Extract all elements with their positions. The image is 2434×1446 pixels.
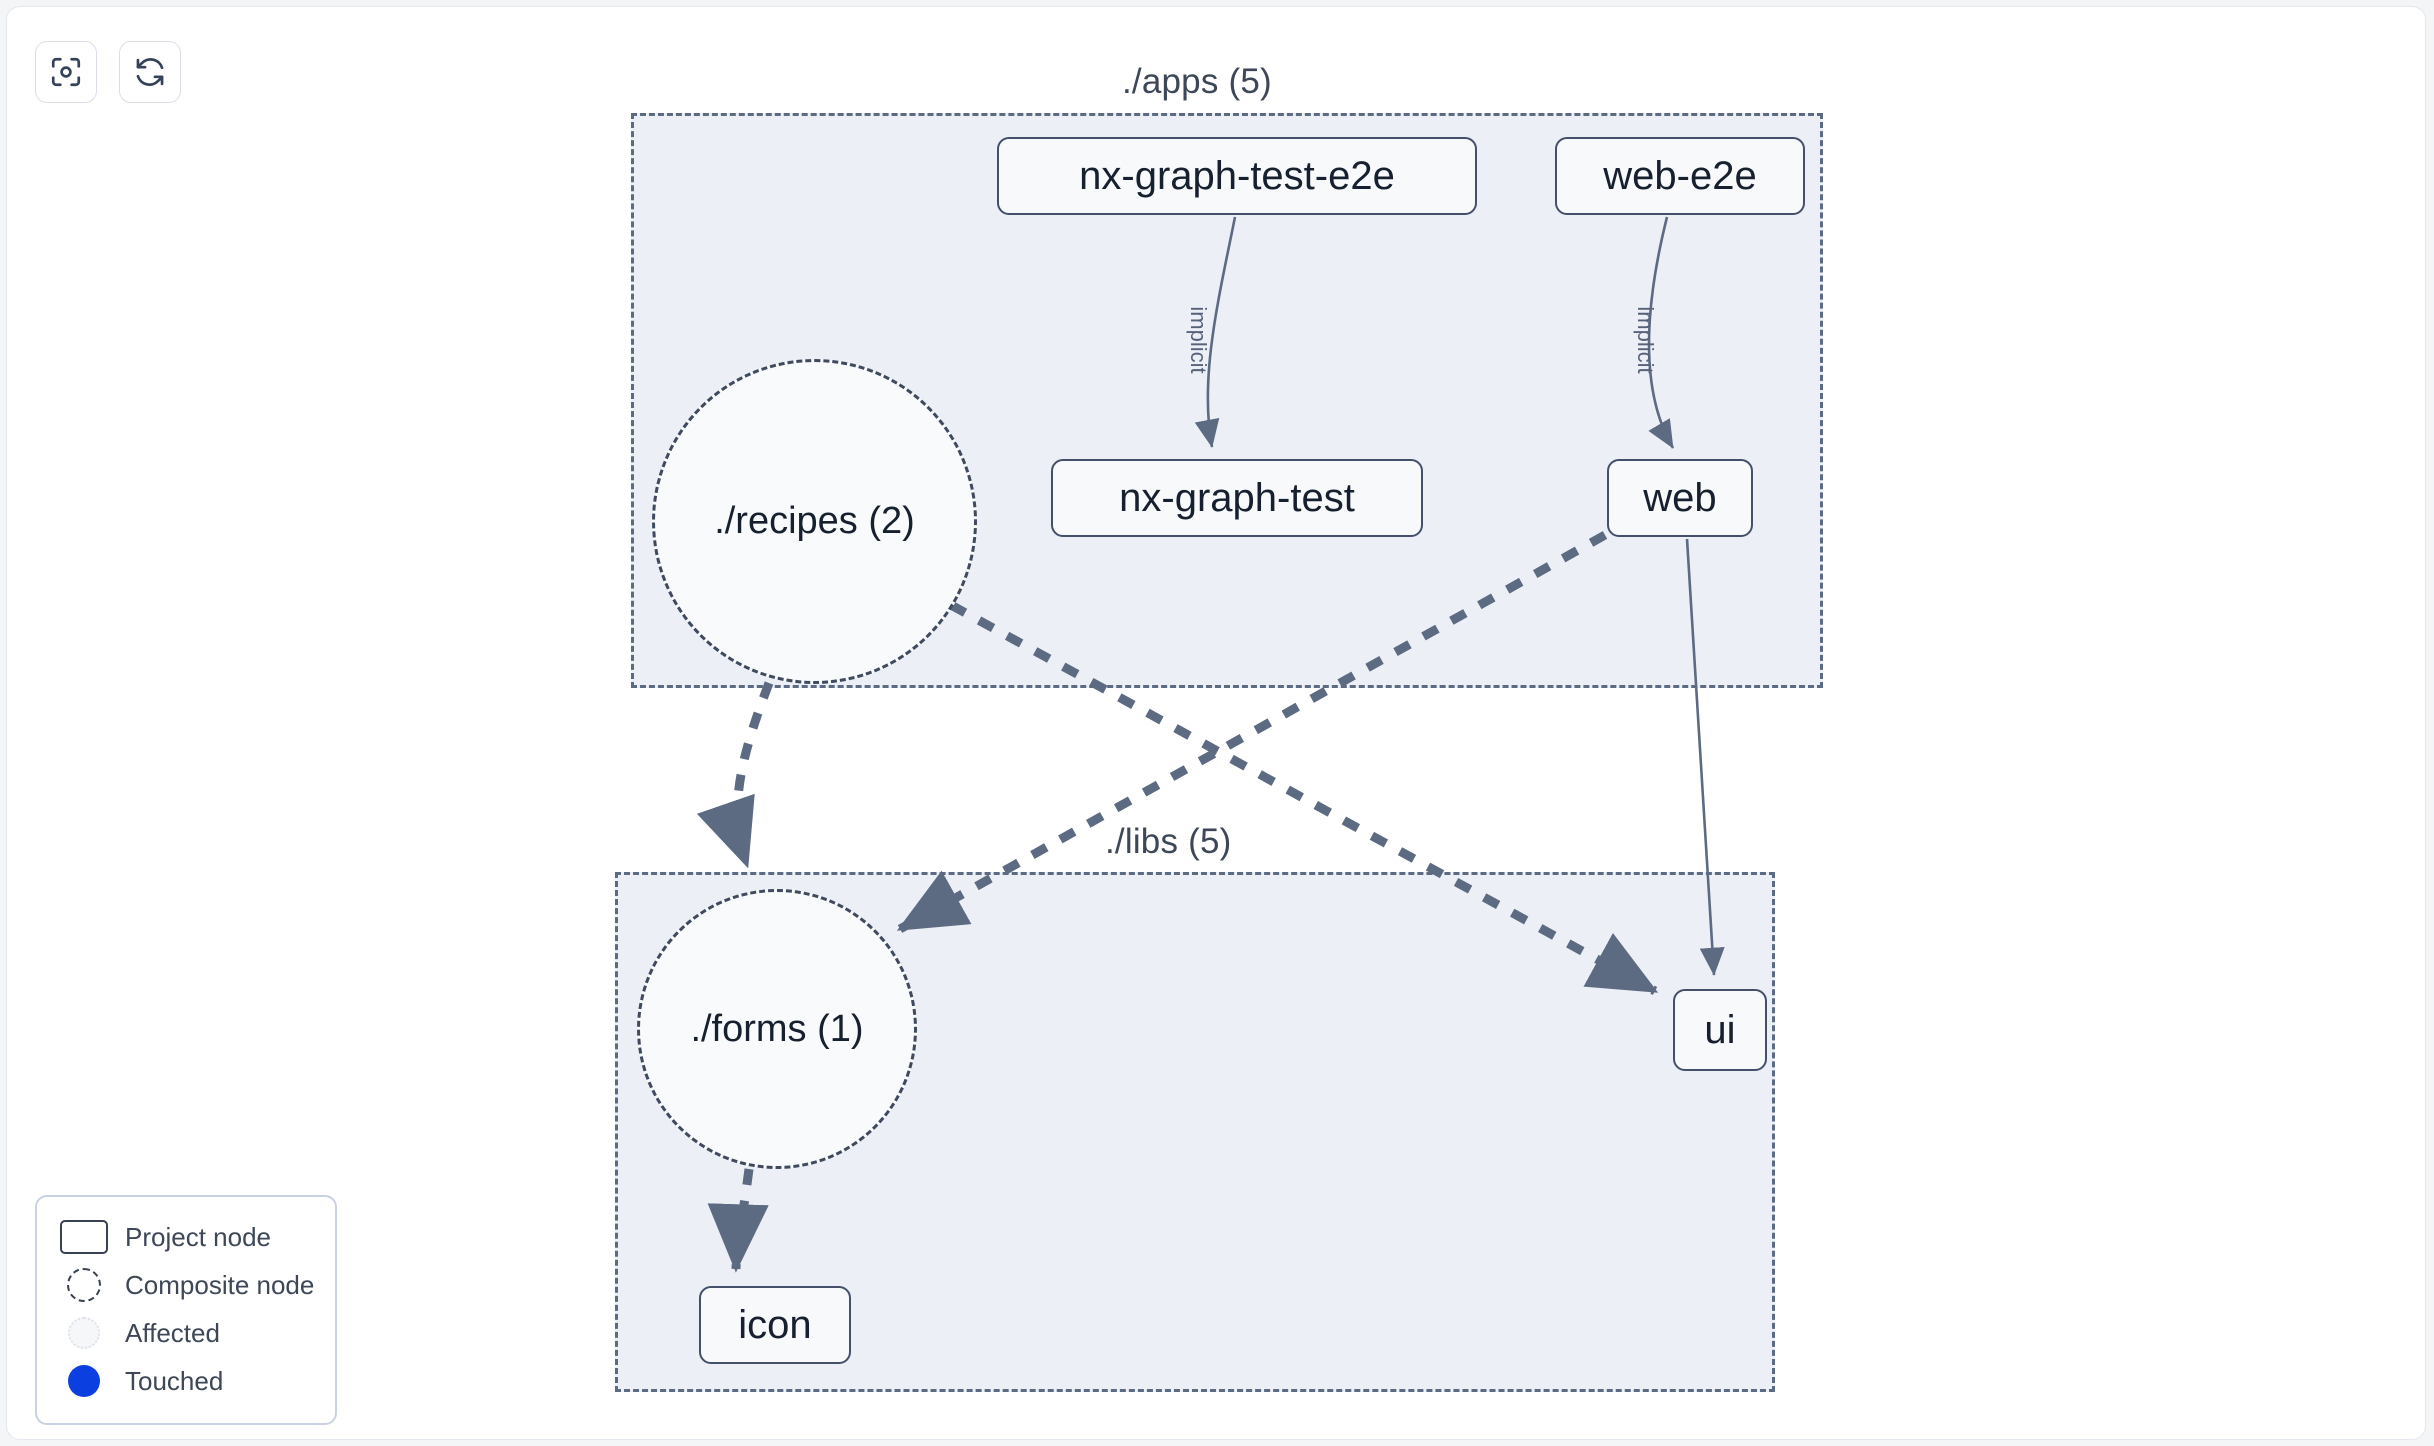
node-nx-graph-test-e2e[interactable]: nx-graph-test-e2e: [997, 137, 1477, 215]
legend-label: Composite node: [125, 1269, 315, 1300]
touched-swatch: [57, 1365, 111, 1397]
group-label-apps: ./apps (5): [1122, 62, 1272, 101]
legend-item-project-node: Project node: [57, 1213, 315, 1261]
legend-item-composite-node: Composite node: [57, 1261, 315, 1309]
node-label: ./recipes (2): [714, 500, 915, 542]
node-nx-graph-test[interactable]: nx-graph-test: [1051, 459, 1423, 537]
legend-label: Touched: [125, 1365, 224, 1396]
group-label-libs: ./libs (5): [1105, 822, 1232, 861]
node-web-e2e[interactable]: web-e2e: [1555, 137, 1805, 215]
project-graph-canvas[interactable]: ./apps (5) ./libs (5) implicit implicit …: [7, 7, 2425, 1439]
node-label: nx-graph-test: [1119, 475, 1355, 520]
refresh-icon: [133, 55, 167, 89]
composite-node-swatch: [57, 1268, 111, 1302]
focus-target-icon: [49, 55, 83, 89]
legend-label: Project node: [125, 1221, 271, 1252]
node-label: icon: [738, 1302, 812, 1347]
node-recipes-composite[interactable]: ./recipes (2): [652, 359, 977, 684]
node-web[interactable]: web: [1607, 459, 1753, 537]
node-label: ui: [1704, 1007, 1736, 1052]
node-ui[interactable]: ui: [1673, 989, 1767, 1071]
edge-recipes-to-forms[interactable]: [696, 681, 774, 869]
legend-item-touched: Touched: [57, 1357, 315, 1405]
legend-item-affected: Affected: [57, 1309, 315, 1357]
node-label: nx-graph-test-e2e: [1079, 153, 1395, 198]
node-icon[interactable]: icon: [699, 1286, 851, 1364]
node-label: ./forms (1): [690, 1007, 864, 1050]
node-forms-composite[interactable]: ./forms (1): [637, 889, 917, 1169]
graph-app-shell: ./apps (5) ./libs (5) implicit implicit …: [6, 6, 2426, 1440]
legend-label: Affected: [125, 1317, 220, 1348]
project-node-swatch: [57, 1220, 111, 1254]
graph-legend: Project node Composite node Affected Tou…: [35, 1195, 337, 1425]
graph-toolbar: [35, 41, 181, 103]
node-label: web-e2e: [1603, 153, 1757, 198]
affected-swatch: [57, 1317, 111, 1349]
node-label: web: [1643, 475, 1717, 520]
refresh-graph-button[interactable]: [119, 41, 181, 103]
focus-graph-button[interactable]: [35, 41, 97, 103]
